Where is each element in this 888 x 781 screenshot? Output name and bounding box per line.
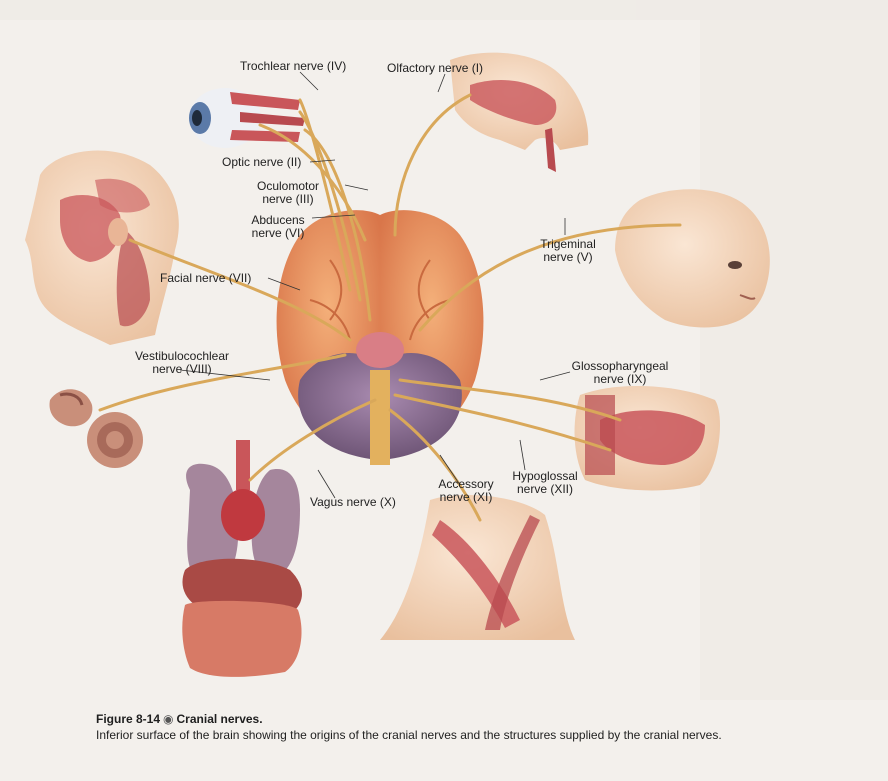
label-vagus: Vagus nerve (X) [310,496,396,509]
label-oculomotor: Oculomotor nerve (III) [238,180,338,206]
label-vestibulocochlear: Vestibulocochlear nerve (VIII) [122,350,242,376]
label-trochlear: Trochlear nerve (IV) [240,60,346,73]
label-trigeminal: Trigeminal nerve (V) [528,238,608,264]
label-glossopharyngeal: Glossopharyngeal nerve (IX) [560,360,680,386]
caption-text: Inferior surface of the brain showing th… [96,728,816,743]
facial-head-illustration [25,151,179,345]
label-abducens: Abducens nerve (VI) [238,214,318,240]
brain-illustration [277,210,484,465]
label-accessory: Accessory nerve (XI) [426,478,506,504]
thoracic-abdominal-organs [182,440,302,677]
face-trigeminal-illustration [615,189,770,327]
tongue-illustration [575,386,720,491]
figure-number: Figure 8-14 [96,712,160,726]
label-olfactory: Olfactory nerve (I) [387,62,483,75]
label-hypoglossal: Hypoglossal nerve (XII) [500,470,590,496]
label-optic: Optic nerve (II) [222,156,301,169]
caption-title: Cranial nerves. [177,712,263,726]
caption-title-line: Figure 8-14◉ Cranial nerves. [96,712,816,726]
caption-bullet-icon: ◉ [163,712,173,726]
label-facial: Facial nerve (VII) [160,272,251,285]
figure-caption: Figure 8-14◉ Cranial nerves. Inferior sur… [96,712,816,743]
